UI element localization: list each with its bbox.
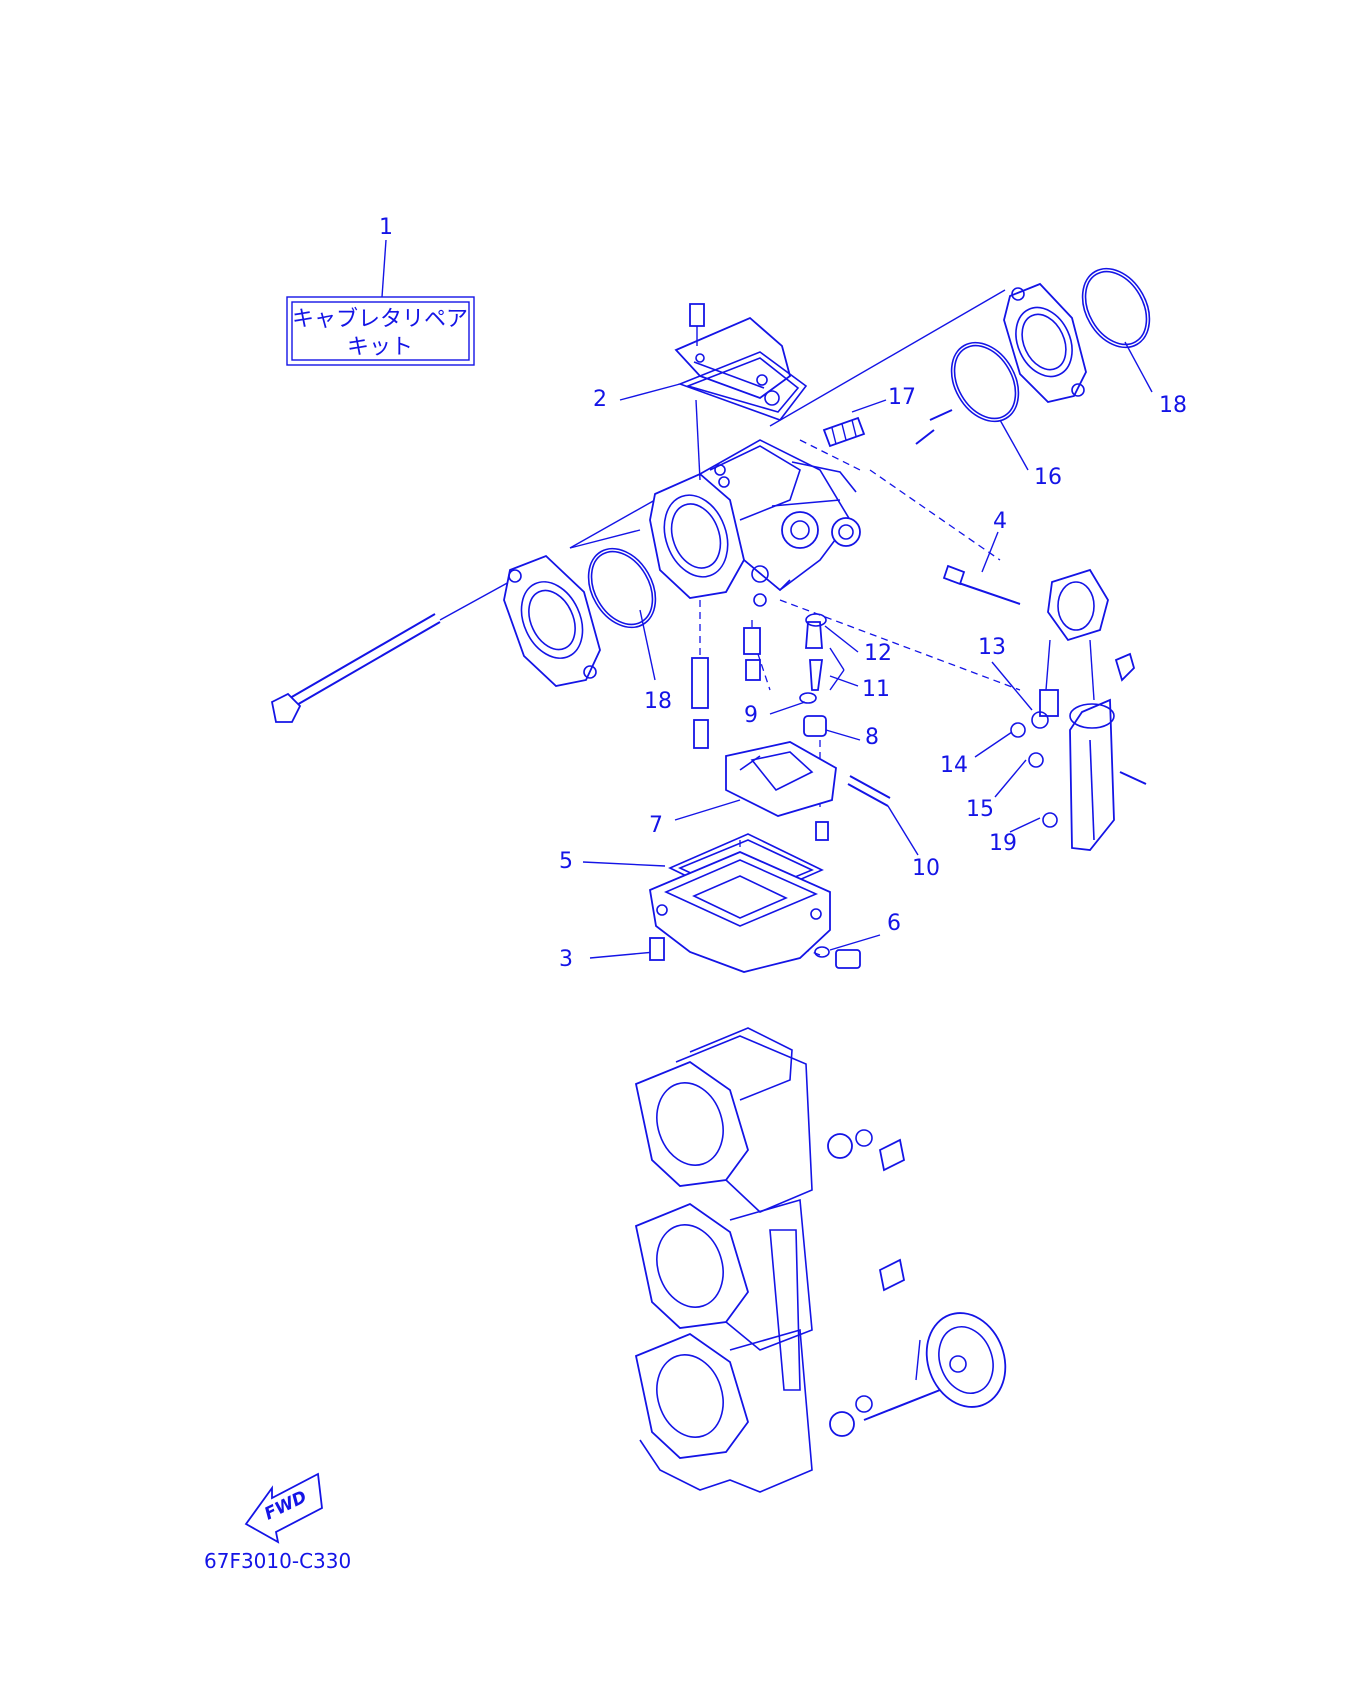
callout-9: 9 — [744, 703, 758, 728]
callout-2: 2 — [593, 387, 607, 412]
callout-14: 14 — [940, 753, 968, 778]
callout-4: 4 — [993, 509, 1007, 534]
float — [725, 741, 891, 841]
callout-19: 19 — [989, 831, 1017, 856]
top-cover — [674, 303, 808, 481]
kit-label-line1: キャブレタリペア — [292, 307, 468, 332]
adjuster-screws — [822, 409, 1021, 605]
callout-16: 16 — [1034, 465, 1062, 490]
intake-flange-left — [503, 554, 601, 687]
callout-13: 13 — [978, 635, 1006, 660]
kit-label-line2: キット — [347, 335, 413, 360]
float-bowl — [648, 833, 861, 973]
callout-7: 7 — [649, 813, 663, 838]
fwd-arrow-icon: FWD — [244, 1472, 323, 1544]
callout-5: 5 — [559, 849, 573, 874]
assembled-carburetor-bank — [634, 1027, 1007, 1493]
jets-and-needles — [691, 613, 845, 749]
carburetor-body — [649, 439, 861, 607]
intake-flange-right — [1003, 282, 1087, 403]
callout-18-left: 18 — [644, 689, 672, 714]
callout-1: 1 — [379, 215, 393, 240]
callout-17: 17 — [888, 385, 916, 410]
callout-labels: 1 2 3 4 5 6 7 8 9 10 11 12 13 14 15 16 1… — [379, 215, 1187, 972]
callout-10: 10 — [912, 856, 940, 881]
leader-lines — [582, 341, 1153, 959]
diagram-code: 67F3010-C330 — [204, 1549, 351, 1573]
side-pump-assembly — [1010, 568, 1147, 851]
o-rings — [587, 267, 1151, 629]
callout-18-right: 18 — [1159, 393, 1187, 418]
callout-8: 8 — [865, 725, 879, 750]
repair-kit-box: キャブレタリペア キット — [286, 239, 475, 366]
callout-6: 6 — [887, 911, 901, 936]
callout-15: 15 — [966, 797, 994, 822]
callout-11: 11 — [862, 677, 890, 702]
callout-3: 3 — [559, 947, 573, 972]
callout-12: 12 — [864, 641, 892, 666]
